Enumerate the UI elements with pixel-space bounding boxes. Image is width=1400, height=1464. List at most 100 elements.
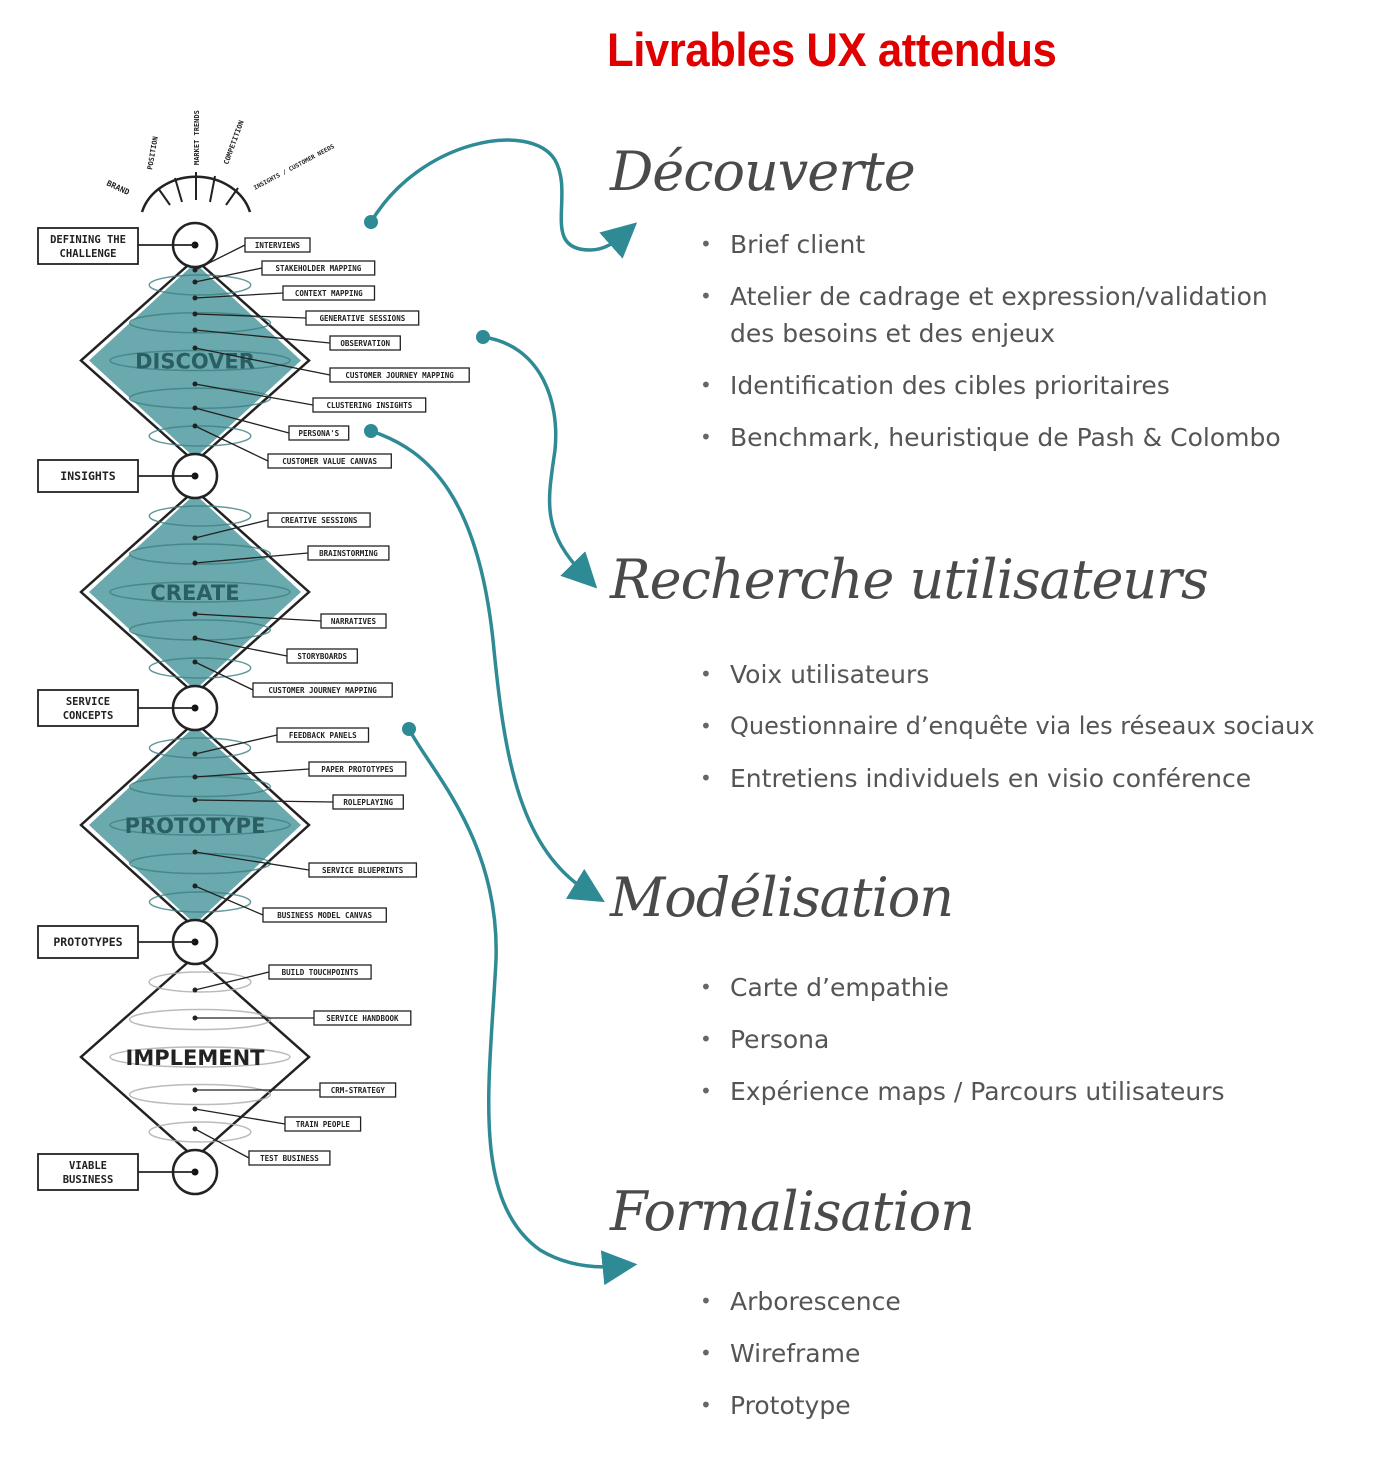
phase-label: IMPLEMENT — [126, 1046, 266, 1070]
method-label: CUSTOMER VALUE CANVAS — [192, 423, 392, 469]
spiral-loop — [128, 1083, 272, 1106]
svg-text:BUSINESS MODEL CANVAS: BUSINESS MODEL CANVAS — [277, 911, 372, 920]
input-label: BRAND — [105, 179, 131, 197]
spiral-loop — [128, 619, 272, 641]
svg-text:CUSTOMER VALUE CANVAS: CUSTOMER VALUE CANVAS — [282, 457, 377, 466]
svg-text:NARRATIVES: NARRATIVES — [331, 617, 377, 626]
method-label: GENERATIVE SESSIONS — [192, 310, 420, 326]
list-item: Atelier de cadrage et expression/validat… — [700, 278, 1310, 352]
input-label: COMPETITION — [222, 119, 245, 165]
milestone-label: DEFINING THE — [50, 234, 126, 246]
spiral-loop — [148, 1121, 252, 1143]
method-label: BUSINESS MODEL CANVAS — [192, 883, 387, 923]
milestone-label: PROTOTYPES — [53, 935, 122, 949]
svg-text:PAPER PROTOTYPES: PAPER PROTOTYPES — [321, 765, 394, 774]
spiral-loop — [128, 1008, 272, 1031]
spiral-loop — [148, 971, 252, 993]
svg-text:CLUSTERING INSIGHTS: CLUSTERING INSIGHTS — [326, 401, 412, 410]
arrow-to-formalisation — [402, 722, 638, 1286]
spiral-loop — [148, 505, 252, 527]
svg-text:PERSONA'S: PERSONA'S — [299, 429, 340, 438]
connector-dot — [402, 722, 416, 736]
spiral-loop — [109, 581, 291, 603]
phase-label: CREATE — [150, 581, 239, 605]
method-label: PERSONA'S — [192, 405, 350, 441]
milestone-label-box — [37, 459, 139, 493]
connector-arrows — [364, 138, 638, 1286]
svg-text:SERVICE HANDBOOK: SERVICE HANDBOOK — [326, 1014, 399, 1023]
input-label: INSIGHTS / CUSTOMER NEEDS — [253, 143, 336, 192]
method-label: STAKEHOLDER MAPPING — [192, 260, 376, 285]
method-label: CONTEXT MAPPING — [192, 285, 376, 301]
milestone-label-box — [37, 689, 139, 727]
arrow-to-recherche — [476, 330, 598, 589]
svg-text:CREATIVE SESSIONS: CREATIVE SESSIONS — [281, 516, 358, 525]
phases-layer: DISCOVER INTERVIEWS STAKEHOLDER MAPPING CON… — [79, 237, 470, 1166]
svg-text:CUSTOMER JOURNEY MAPPING: CUSTOMER JOURNEY MAPPING — [345, 371, 454, 380]
spiral-loop — [148, 891, 252, 913]
phase-label: PROTOTYPE — [125, 814, 266, 838]
svg-text:CUSTOMER JOURNEY MAPPING: CUSTOMER JOURNEY MAPPING — [268, 686, 377, 695]
svg-text:FEEDBACK PANELS: FEEDBACK PANELS — [289, 731, 357, 740]
method-label: CUSTOMER JOURNEY MAPPING — [192, 659, 393, 698]
section-title-modelisation: Modélisation — [610, 866, 954, 929]
milestone: DEFINING THE CHALLENGE — [37, 221, 219, 269]
section-list-decouverte: Brief client Atelier de cadrage et expre… — [700, 226, 1310, 471]
spiral-loop — [109, 814, 291, 836]
spiral-loop — [109, 1046, 291, 1068]
svg-text:CRM-STRATEGY: CRM-STRATEGY — [331, 1086, 386, 1095]
method-label: NARRATIVES — [192, 611, 387, 629]
list-item: Entretiens individuels en visio conféren… — [700, 760, 1315, 797]
milestone-label: CHALLENGE — [60, 248, 117, 260]
page-title: Livrables UX attendus — [607, 23, 1057, 76]
list-item: Persona — [700, 1021, 1225, 1058]
milestone-label: INSIGHTS — [60, 469, 115, 483]
method-label: SERVICE BLUEPRINTS — [192, 849, 418, 878]
svg-text:ROLEPLAYING: ROLEPLAYING — [343, 798, 393, 807]
spiral-loop — [109, 349, 291, 372]
section-title-recherche: Recherche utilisateurs — [610, 548, 1209, 611]
connector-dot — [364, 215, 378, 229]
method-label: STORYBOARDS — [192, 635, 358, 664]
milestone-label-box — [37, 925, 139, 959]
spiral-loop — [128, 312, 272, 334]
spiral-loop — [128, 543, 272, 565]
phase-label: DISCOVER — [135, 350, 255, 374]
list-item: Identification des cibles prioritaires — [700, 367, 1310, 404]
svg-text:SERVICE BLUEPRINTS: SERVICE BLUEPRINTS — [322, 866, 404, 875]
milestone-label-box — [37, 227, 139, 265]
list-item: Expérience maps / Parcours utilisateurs — [700, 1073, 1225, 1110]
method-label: TRAIN PEOPLE — [192, 1106, 362, 1132]
svg-text:STAKEHOLDER MAPPING: STAKEHOLDER MAPPING — [275, 264, 361, 273]
input-label: MARKET TRENDS — [193, 110, 201, 165]
method-label: CLUSTERING INSIGHTS — [192, 381, 427, 413]
phase-prototype: PROTOTYPE FEEDBACK PANELS PAPER PROTOTYPES… — [79, 720, 418, 930]
section-title-formalisation: Formalisation — [610, 1180, 975, 1243]
svg-text:INTERVIEWS: INTERVIEWS — [255, 241, 301, 250]
list-item: Prototype — [700, 1387, 901, 1424]
spiral-loop — [148, 737, 252, 759]
method-label: TEST BUSINESS — [192, 1126, 331, 1166]
inputs-fan: BRAND POSITION MARKET TRENDS COMPETITION… — [105, 110, 336, 213]
section-list-formalisation: Arborescence Wireframe Prototype — [700, 1283, 901, 1439]
arrow-to-decouverte — [364, 138, 638, 259]
method-label: ROLEPLAYING — [192, 794, 404, 810]
svg-text:BUILD TOUCHPOINTS: BUILD TOUCHPOINTS — [282, 968, 359, 977]
diamond-fill — [89, 263, 301, 458]
method-label: BRAINSTORMING — [192, 545, 390, 566]
method-label: PAPER PROTOTYPES — [192, 761, 407, 780]
milestone: VIABLE BUSINESS — [37, 1148, 219, 1196]
section-list-recherche: Voix utilisateurs Questionnaire d’enquêt… — [700, 656, 1315, 812]
connector-dot — [364, 424, 378, 438]
list-item: Questionnaire d’enquête via les réseaux … — [700, 708, 1315, 745]
diamond-fill — [89, 494, 301, 690]
milestone-label: BUSINESS — [63, 1174, 114, 1186]
list-item: Voix utilisateurs — [700, 656, 1315, 693]
milestone-label: VIABLE — [69, 1160, 107, 1172]
svg-text:TEST BUSINESS: TEST BUSINESS — [260, 1154, 319, 1163]
spiral-loop — [148, 657, 252, 679]
milestone: PROTOTYPES — [37, 918, 219, 966]
method-label: FEEDBACK PANELS — [192, 727, 370, 757]
spiral-loop — [128, 387, 272, 409]
